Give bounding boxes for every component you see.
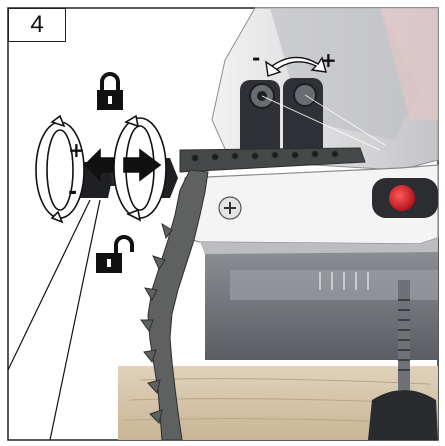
angle-plus-symbol: + <box>320 48 337 72</box>
housing-highlight <box>380 8 438 120</box>
step-number: 4 <box>30 11 44 38</box>
padlock-open-icon <box>96 235 134 273</box>
base-vents <box>319 272 369 290</box>
clamp-bar-edge <box>200 238 438 254</box>
base-shelf <box>230 270 438 300</box>
leader-lines <box>7 199 101 441</box>
tighten-symbol: + <box>68 138 85 162</box>
angle-minus-symbol: - <box>252 46 261 70</box>
red-button <box>389 185 415 211</box>
curved-double-arrow-icon <box>265 56 327 77</box>
rotation-ring-right <box>113 114 167 222</box>
clamp-rod <box>398 280 410 390</box>
rotation-ring-left <box>35 114 121 224</box>
step-number-box: 4 <box>8 8 66 42</box>
saw-chain <box>140 147 366 441</box>
loosen-symbol: - <box>68 180 78 205</box>
padlock-closed-icon <box>97 72 123 110</box>
clamp-knob <box>368 390 438 440</box>
